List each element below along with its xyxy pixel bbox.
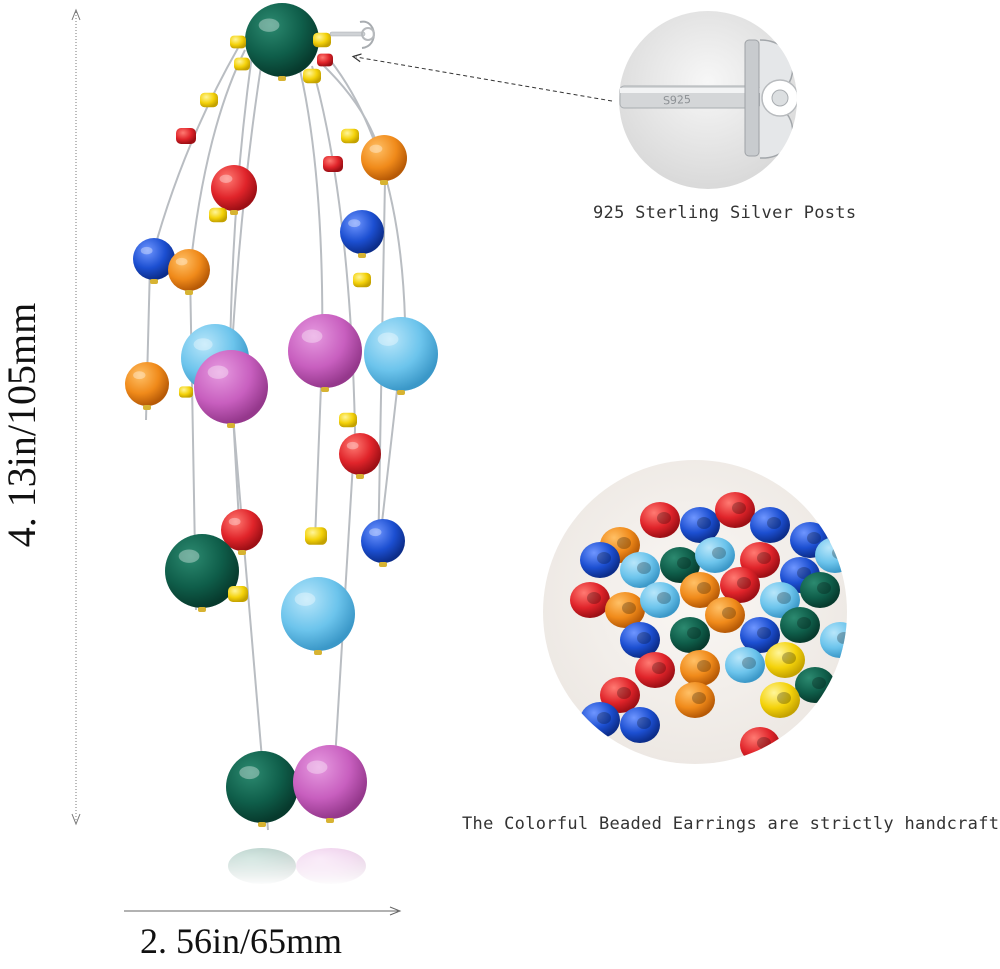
yellow-bead (341, 128, 359, 144)
red-bead (221, 509, 263, 555)
s925-stamp: S925 (663, 93, 692, 107)
sky-blue-seed-bead (815, 537, 847, 573)
wire-strand (228, 54, 253, 541)
yellow-seed-bead (760, 682, 800, 718)
emerald-bead (165, 534, 239, 612)
emerald-seed-bead (660, 547, 700, 583)
red-seed-bead (570, 582, 610, 618)
orange-seed-bead (705, 597, 745, 633)
yellow-bead (313, 32, 331, 48)
orange-seed-bead (605, 592, 645, 628)
cobalt-seed-bead (680, 507, 720, 543)
bead-reflection (215, 846, 385, 886)
orange-seed-bead (675, 682, 715, 718)
yellow-bead (234, 57, 250, 71)
cobalt-bead (361, 519, 405, 567)
cobalt-seed-bead (620, 622, 660, 658)
yellow-bead (200, 92, 218, 108)
sky-blue-seed-bead (695, 537, 735, 573)
cobalt-bead (133, 238, 175, 284)
loose-beads-photo (543, 460, 847, 764)
red-bead (211, 165, 257, 215)
magenta-bead (288, 314, 362, 392)
cobalt-seed-bead (750, 507, 790, 543)
handcrafted-caption: The Colorful Beaded Earrings are strictl… (462, 814, 1000, 834)
emerald-bead (226, 751, 298, 827)
sky-blue-seed-bead (820, 622, 847, 658)
sky-blue-seed-bead (760, 582, 800, 618)
red-seed-bead (600, 677, 640, 713)
orange-bead (125, 362, 169, 410)
yellow-bead (353, 272, 371, 288)
sterling-silver-post-closeup: S925 (619, 11, 797, 189)
red-bead (339, 433, 381, 479)
post-pointer-line (356, 57, 613, 102)
magenta-bead (293, 745, 367, 823)
emerald-seed-bead (800, 572, 840, 608)
cobalt-bead (340, 210, 384, 258)
yellow-bead (179, 386, 193, 398)
orange-bead (361, 135, 407, 185)
post-caption: 925 Sterling Silver Posts (593, 203, 857, 223)
red-bead (317, 53, 333, 67)
width-dimension-label: 2. 56in/65mm (140, 921, 343, 961)
cobalt-seed-bead (580, 542, 620, 578)
height-dimension-label: 4. 13in/105mm (0, 302, 44, 548)
orange-seed-bead (680, 650, 720, 686)
red-seed-bead (720, 567, 760, 603)
yellow-bead (209, 207, 227, 223)
red-seed-bead (635, 652, 675, 688)
emerald-seed-bead (780, 607, 820, 643)
red-seed-bead (740, 542, 780, 578)
red-seed-bead (640, 502, 680, 538)
red-seed-bead (715, 492, 755, 528)
red-bead (176, 128, 196, 144)
emerald-seed-bead (795, 667, 835, 703)
red-bead (323, 156, 343, 172)
width-dimension-line (124, 906, 402, 916)
sky-blue-seed-bead (640, 582, 680, 618)
sky-blue-bead (364, 317, 438, 395)
magenta-bead (194, 350, 268, 428)
yellow-seed-bead (765, 642, 805, 678)
yellow-bead (305, 527, 327, 545)
height-dimension-line (71, 8, 81, 826)
yellow-bead (339, 412, 357, 428)
orange-bead (168, 249, 210, 295)
earring-beads (125, 3, 438, 827)
yellow-bead (230, 35, 246, 49)
earring-post (329, 20, 375, 49)
cobalt-seed-bead (580, 702, 620, 738)
orange-seed-bead (680, 572, 720, 608)
sky-blue-seed-bead (620, 552, 660, 588)
emerald-bead (245, 3, 319, 81)
wire-strand (299, 69, 324, 541)
emerald-seed-bead (670, 617, 710, 653)
yellow-bead (228, 586, 248, 602)
sky-blue-bead (281, 577, 355, 655)
cobalt-seed-bead (620, 707, 660, 743)
sky-blue-seed-bead (725, 647, 765, 683)
cobalt-seed-bead (740, 617, 780, 653)
red-seed-bead (740, 727, 780, 763)
yellow-bead (303, 68, 321, 84)
